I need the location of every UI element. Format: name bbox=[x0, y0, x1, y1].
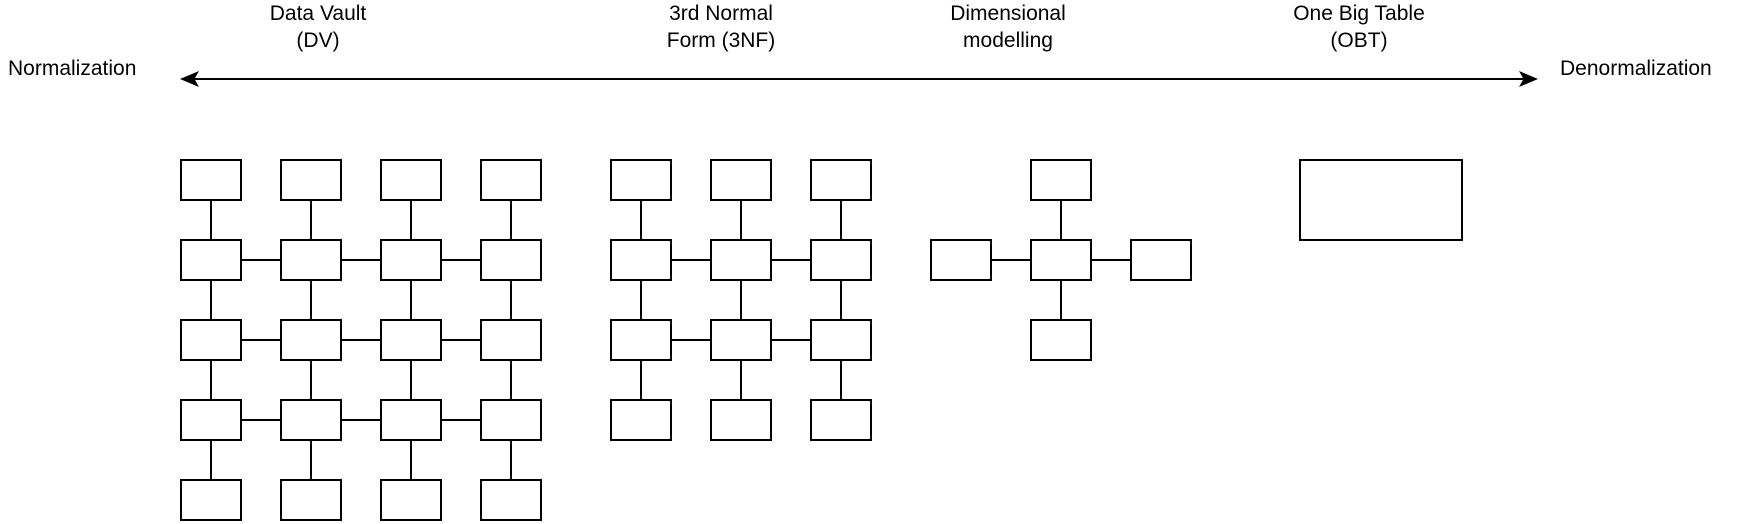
table-box bbox=[380, 399, 442, 441]
table-box bbox=[180, 399, 242, 441]
data-vault-diagram bbox=[180, 159, 542, 521]
table-box bbox=[930, 239, 992, 281]
table-box bbox=[710, 319, 772, 361]
table-box bbox=[380, 159, 442, 201]
table-box bbox=[180, 239, 242, 281]
table-box bbox=[610, 239, 672, 281]
label-3nf: 3rd Normal Form (3NF) bbox=[667, 0, 776, 54]
label-data-vault-line1: Data Vault bbox=[269, 2, 367, 25]
label-dimensional: Dimensional modelling bbox=[950, 0, 1066, 54]
table-box bbox=[480, 319, 542, 361]
table-box bbox=[810, 159, 872, 201]
obt-diagram bbox=[1299, 159, 1463, 241]
table-box bbox=[1030, 319, 1092, 361]
table-box bbox=[1030, 159, 1092, 201]
arrow-head-right-icon bbox=[1519, 71, 1538, 87]
arrow-head-left-icon bbox=[180, 71, 199, 87]
table-box bbox=[280, 399, 342, 441]
label-dimensional-line2: modelling bbox=[963, 29, 1053, 52]
dimensional-diagram bbox=[930, 159, 1192, 361]
table-box bbox=[180, 159, 242, 201]
label-normalization: Normalization bbox=[8, 57, 137, 80]
table-box bbox=[710, 399, 772, 441]
table-box bbox=[480, 239, 542, 281]
table-box bbox=[810, 399, 872, 441]
table-box bbox=[380, 319, 442, 361]
table-box bbox=[380, 239, 442, 281]
table-box bbox=[280, 159, 342, 201]
table-box bbox=[180, 319, 242, 361]
label-obt: One Big Table (OBT) bbox=[1293, 0, 1425, 54]
label-data-vault: Data Vault (DV) bbox=[270, 0, 367, 54]
label-denormalization: Denormalization bbox=[1560, 57, 1712, 80]
table-box bbox=[280, 239, 342, 281]
table-box bbox=[710, 239, 772, 281]
table-box bbox=[610, 399, 672, 441]
label-data-vault-line2: (DV) bbox=[296, 29, 340, 52]
table-box bbox=[1030, 239, 1092, 281]
table-box bbox=[480, 159, 542, 201]
table-box bbox=[810, 319, 872, 361]
table-box bbox=[480, 479, 542, 521]
table-box bbox=[1130, 239, 1192, 281]
3nf-diagram bbox=[610, 159, 872, 441]
label-3nf-line1: 3rd Normal bbox=[669, 2, 773, 25]
label-3nf-line2: Form (3NF) bbox=[666, 29, 776, 52]
table-box bbox=[280, 479, 342, 521]
table-box bbox=[610, 159, 672, 201]
table-box bbox=[480, 399, 542, 441]
label-obt-line1: One Big Table bbox=[1293, 2, 1425, 25]
spectrum-arrow bbox=[180, 71, 1538, 87]
table-box bbox=[1299, 159, 1463, 241]
table-box bbox=[610, 319, 672, 361]
table-box bbox=[380, 479, 442, 521]
label-obt-line2: (OBT) bbox=[1330, 29, 1388, 52]
table-box bbox=[810, 239, 872, 281]
table-box bbox=[280, 319, 342, 361]
table-box bbox=[180, 479, 242, 521]
table-box bbox=[710, 159, 772, 201]
label-dimensional-line1: Dimensional bbox=[950, 2, 1066, 25]
